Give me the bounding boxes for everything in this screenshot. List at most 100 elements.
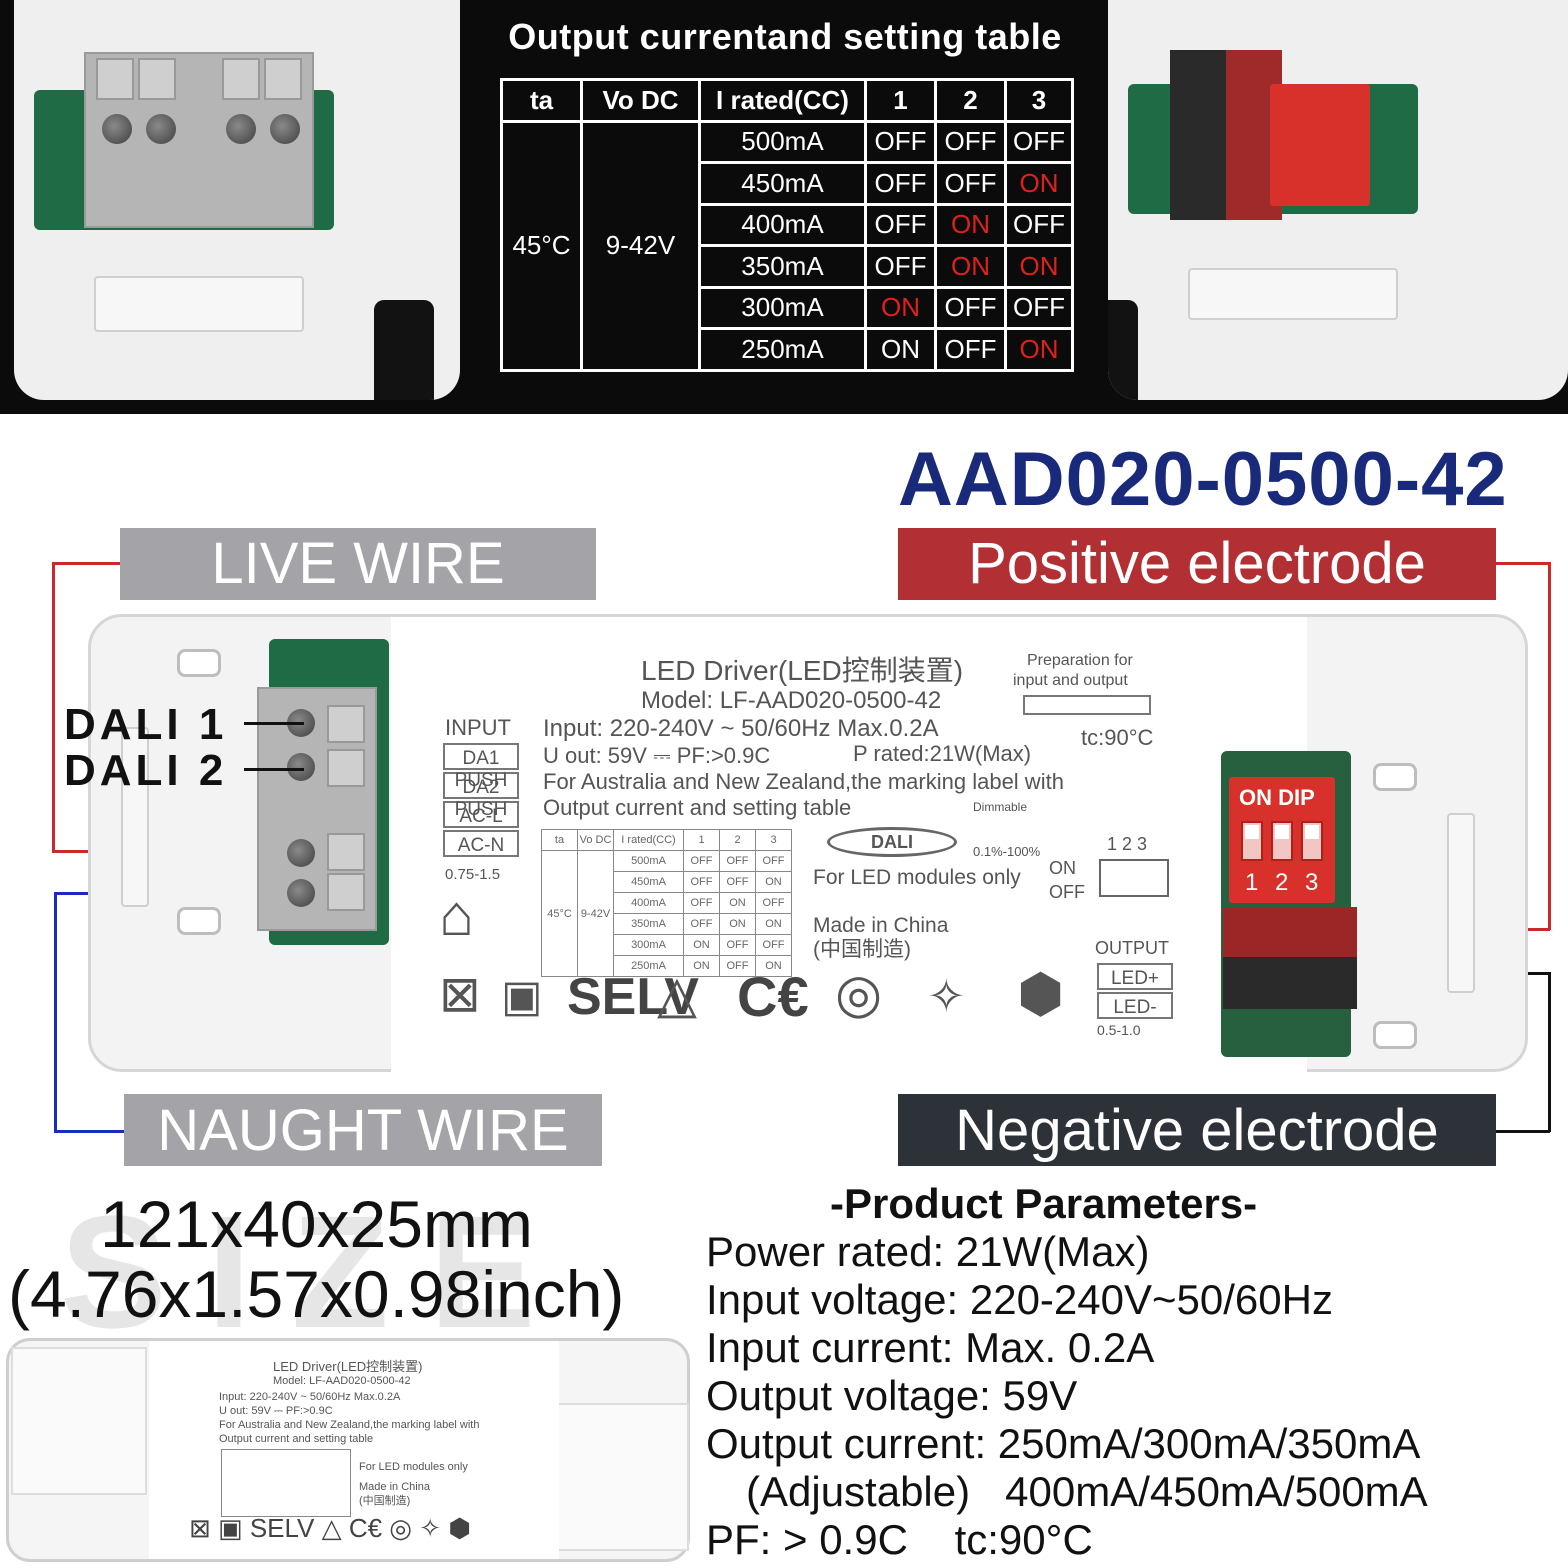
output-term-led-minus: LED- [1097,992,1173,1019]
switch-state: OFF [864,119,937,164]
table-row: 300mA ON OFF OFF [502,285,1074,330]
positive-electrode-label: Positive electrode [898,528,1496,600]
terminal-screw [146,114,176,144]
ta-cell: 45°C [500,119,583,372]
mini-cell: ON [755,955,792,977]
mini-cell: OFF [683,892,720,914]
label-prated: P rated:21W(Max) [853,741,1032,766]
black-terminal [1170,50,1226,220]
switch-state: OFF [934,285,1007,330]
mini-cell: OFF [755,934,792,956]
model-title: AAD020-0500-42 [898,437,1508,522]
setting-table-panel: Output currentand setting table ta Vo DC… [470,0,1100,414]
dip-switch: ON DIP 1 2 3 [1229,777,1335,903]
white-connector [94,276,304,332]
dip-num-1: 1 [1245,869,1259,896]
header-ta: ta [500,78,583,123]
switch-state: OFF [1004,119,1074,164]
vo-dc-cell: 9-42V [580,119,701,372]
negative-leader-line [1548,972,1551,1132]
mini-header: Vo DC [577,829,614,851]
param-pf-tc: PF: > 0.9C tc:90°C [706,1516,1093,1563]
label-led-only: For LED modules only [813,866,1021,889]
switch-state: OFF [864,202,937,247]
rcm-mark-icon: △ [657,966,697,1024]
led-plus-terminal [1223,907,1357,957]
switch-state: OFF [1004,202,1074,247]
table-row: 350mA OFF ON ON [502,244,1074,289]
label-prep: Preparation for [1027,652,1133,669]
params-title: -Product Parameters- [830,1180,1258,1227]
setting-table: ta Vo DC I rated(CC) 1 2 3 45°C 9-42V 50… [500,78,1074,372]
mini-cell: ON [755,871,792,893]
top-band: Output currentand setting table ta Vo DC… [0,0,1568,414]
mini-cell: OFF [683,850,720,872]
mini-cell: ON [683,934,720,956]
small-driver-image: LED Driver(LED控制装置) Model: LF-AAD020-050… [6,1338,690,1562]
live-wire-label: LIVE WIRE [120,528,596,600]
header-i-rated: I rated(CC) [698,78,867,123]
mini-cell: 500mA [613,850,684,872]
mounting-hole [1373,763,1417,791]
setting-table-title: Output currentand setting table [508,16,1062,57]
switch-state: OFF [934,161,1007,206]
positive-leader-line [1496,562,1550,565]
dip-switch-3[interactable] [1301,821,1323,861]
dip-on-label: ON DIP [1239,785,1315,810]
current-cell: 300mA [698,285,867,330]
switch-state: ON [934,244,1007,289]
led-minus-terminal [1223,957,1357,1009]
naught-leader-line [54,1130,124,1133]
label-title: LED Driver(LED控制装置) [641,655,964,686]
class-ii-icon: ▣ [501,972,543,1021]
driver-label: LED Driver(LED控制装置) Model: LF-AAD020-050… [391,617,1307,1075]
mini-cell: OFF [719,850,756,872]
dali-2-label: DALI 2 [64,746,228,795]
label-made: Made in China [813,914,949,937]
terminal-screw [270,114,300,144]
mini-cell: 350mA [613,913,684,935]
mini-cell: ON [683,955,720,977]
label-input-line: Input: 220-240V ~ 50/60Hz Max.0.2A [543,715,939,742]
dip-num-2: 2 [1275,869,1289,896]
terminal-screw [287,753,315,781]
switch-state: ON [864,327,937,372]
table-row: 250mA ON OFF ON [502,327,1074,372]
switch-state: ON [1004,327,1074,372]
negative-electrode-label: Negative electrode [898,1094,1496,1166]
switch-state: OFF [934,327,1007,372]
mounting-hole [177,907,221,935]
param-input-voltage: Input voltage: 220-240V~50/60Hz [706,1276,1333,1323]
mounting-hole [177,649,221,677]
small-label-uout: U out: 59V ⎓ PF:>0.9C [219,1405,333,1417]
weee-bin-icon: ⊠ [439,966,481,1022]
current-cell: 400mA [698,202,867,247]
current-cell: 450mA [698,161,867,206]
terminal-screw [226,114,256,144]
label-input-wire: 0.75-1.5 [445,866,501,883]
label-uout: U out: 59V ⎓ PF:>0.9C [543,743,771,768]
dip-switch-2[interactable] [1271,821,1293,861]
mini-cell: OFF [683,913,720,935]
small-end-cap [553,1403,689,1551]
small-label-led-only: For LED modules only [359,1461,468,1473]
output-term-led-plus: LED+ [1097,963,1173,990]
mini-cell: OFF [683,871,720,893]
mini-cell: 300mA [613,934,684,956]
mini-header: I rated(CC) [613,829,684,851]
param-output-current: Output current: 250mA/300mA/350mA [706,1420,1421,1467]
white-connector [1188,268,1398,320]
small-driver-label: LED Driver(LED控制装置) Model: LF-AAD020-050… [149,1341,559,1559]
dip-switch-1[interactable] [1241,821,1263,861]
small-label-made: Made in China [359,1481,430,1493]
table-row: 45°C 9-42V 500mA OFF OFF OFF [500,119,1074,372]
tuv-mark-icon: ⬢ [1017,964,1065,1024]
mini-cell: 250mA [613,955,684,977]
label-prep2: input and output [1013,672,1128,689]
label-made-cn: (中国制造) [813,938,911,961]
switch-state: ON [1004,161,1074,206]
switch-state: OFF [934,119,1007,164]
size-inch: (4.76x1.57x0.98inch) [8,1257,625,1331]
label-dimmable: Dimmable [973,800,1028,814]
mini-ta: 45°C [541,850,578,977]
